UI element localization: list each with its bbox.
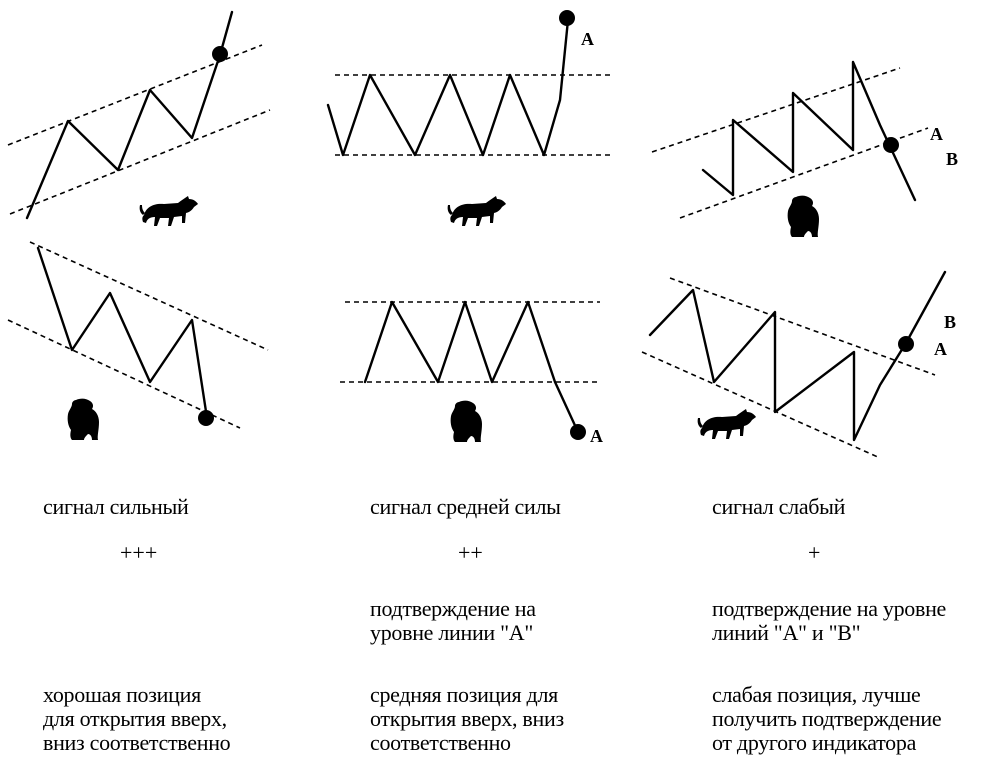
panel-top-right: A B xyxy=(651,60,958,237)
signal-strength-medium: сигнал средней силы xyxy=(370,494,561,519)
position-note-weak: слабая позиция, лучше получить подтвержд… xyxy=(712,682,942,755)
panel-bottom-right: B A xyxy=(641,270,956,459)
confirmation-note-medium: подтверждение на уровне линии "А" xyxy=(370,596,536,645)
point-label-a: A xyxy=(581,29,594,49)
panel-bottom-mid: A xyxy=(340,300,603,446)
point-label-a: A xyxy=(590,426,603,446)
bull-icon xyxy=(697,409,756,439)
channel-breakout-diagram: A A B A B A xyxy=(7,10,958,459)
bull-icon xyxy=(139,196,198,226)
panel-top-mid: A xyxy=(326,10,610,226)
signal-strength-strong: сигнал сильный xyxy=(43,494,189,519)
signal-rating-weak: + xyxy=(808,540,821,565)
signal-rating-medium: ++ xyxy=(458,540,483,565)
point-label-b: B xyxy=(946,149,958,169)
point-label-b: B xyxy=(944,312,956,332)
bull-icon xyxy=(447,196,506,226)
bear-icon xyxy=(787,195,819,237)
panel-bottom-left xyxy=(7,241,269,440)
position-note-strong: хорошая позиция для открытия вверх, вниз… xyxy=(43,682,231,755)
confirmation-note-weak: подтверждение на уровне линий "А" и "В" xyxy=(712,596,947,645)
signal-rating-strong: +++ xyxy=(120,540,158,565)
point-label-a: A xyxy=(930,124,943,144)
bear-icon xyxy=(450,400,482,442)
position-note-medium: средняя позиция для открытия вверх, вниз… xyxy=(370,682,564,755)
point-label-a: A xyxy=(934,339,947,359)
signal-strength-weak: сигнал слабый xyxy=(712,494,846,519)
panel-top-left xyxy=(7,10,271,226)
bear-icon xyxy=(67,398,99,440)
